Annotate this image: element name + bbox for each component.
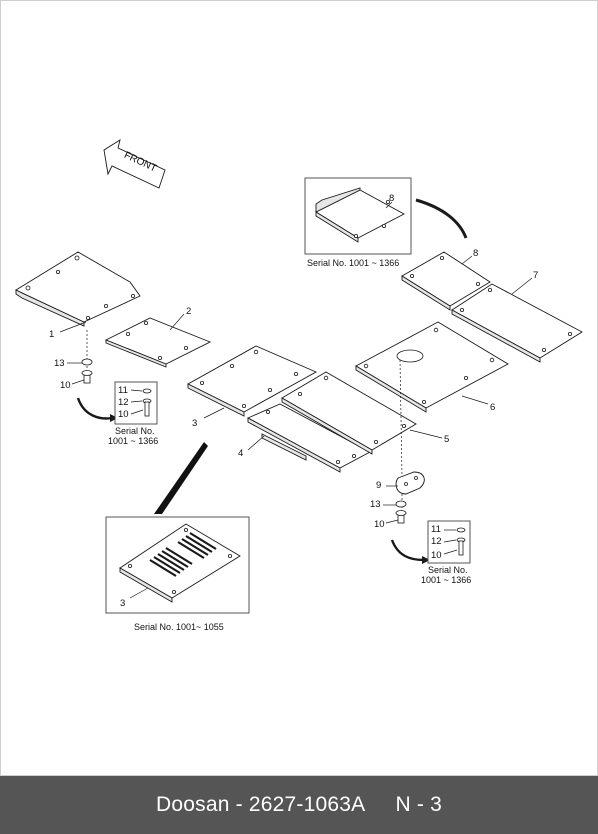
plate-part-1: [15, 251, 141, 327]
plate-part-7: [451, 283, 583, 363]
callout-11-left: 11: [118, 385, 128, 396]
callout-11-right: 11: [431, 524, 441, 535]
callout-7: 7: [533, 270, 538, 281]
serial-left-line2: 1001 ~ 1366: [108, 436, 158, 446]
callout-10-left-box: 10: [118, 409, 129, 420]
footer-page: N - 3: [395, 793, 442, 816]
footer-gap: [365, 793, 395, 817]
plate-part-3: [187, 345, 318, 417]
callout-8: 8: [473, 248, 478, 259]
callout-8-box: 8: [389, 193, 394, 204]
callout-12-right: 12: [431, 536, 442, 547]
callout-2: 2: [186, 306, 191, 317]
plate-part-2: [104, 317, 212, 368]
vent-slots-icon: [149, 532, 217, 577]
callout-13-right: 13: [370, 499, 381, 510]
serial-left-line1: Serial No.: [115, 426, 155, 436]
callout-9: 9: [376, 480, 381, 491]
serial-box-right: 11 12 10: [427, 520, 471, 564]
callout-3-box: 3: [120, 598, 125, 609]
callout-3: 3: [192, 418, 197, 429]
serial-top: Serial No. 1001 ~ 1366: [307, 258, 399, 268]
washer-13-right: [395, 500, 407, 508]
part-9-cover: [395, 471, 425, 495]
serial-bottom: Serial No. 1001~ 1055: [134, 622, 224, 632]
parts-diagram: FRONT 1 2 13 10: [15, 139, 583, 632]
footer-bar: Doosan - 2627-1063A N - 3: [0, 776, 598, 834]
callout-12-left: 12: [118, 397, 129, 408]
washer-13-left: [81, 358, 93, 366]
plate-part-5: [281, 371, 417, 455]
callout-13-left: 13: [54, 358, 65, 369]
callout-4: 4: [238, 448, 243, 459]
footer-part-number: 2627-1063A: [248, 793, 366, 816]
bolt-10-right: [395, 510, 407, 524]
callout-5: 5: [444, 434, 449, 445]
plate-part-8: [401, 251, 491, 311]
footer-separator: -: [229, 793, 249, 816]
plate-part-4: [246, 403, 371, 473]
serial-box-bottom: 3: [105, 516, 250, 614]
serial-right-line1: Serial No.: [428, 565, 468, 575]
serial-box-left: 11 12 10: [114, 381, 158, 425]
plate-part-6: [355, 321, 509, 413]
front-arrow-icon: FRONT: [103, 139, 166, 189]
serial-right-line2: 1001 ~ 1366: [421, 575, 471, 585]
callout-10-right: 10: [374, 519, 385, 530]
serial-box-top: 8: [304, 177, 412, 255]
callout-1: 1: [49, 329, 54, 340]
callout-6: 6: [490, 402, 495, 413]
callout-10-right-box: 10: [431, 550, 442, 561]
bolt-10-left: [81, 370, 93, 384]
footer-brand: Doosan: [156, 793, 230, 816]
callout-10-left: 10: [60, 380, 71, 391]
